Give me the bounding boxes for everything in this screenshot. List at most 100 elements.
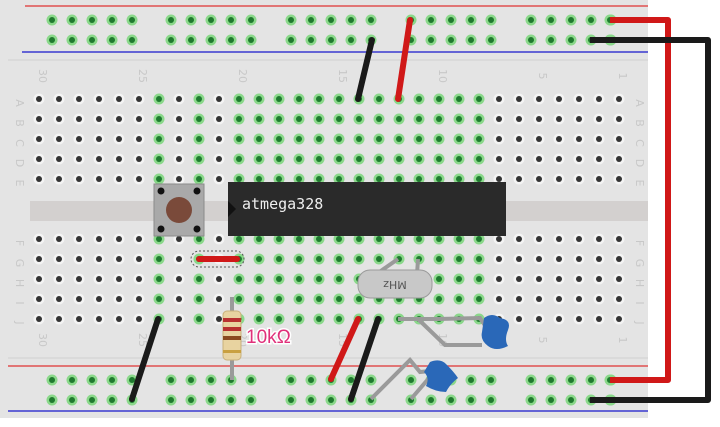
breadboard-hole[interactable] [213, 113, 225, 125]
breadboard-hole[interactable] [53, 113, 65, 125]
breadboard-hole[interactable] [173, 153, 185, 165]
breadboard-hole[interactable] [553, 233, 565, 245]
breadboard-hole[interactable] [285, 374, 297, 386]
ground-wire-black[interactable] [590, 37, 711, 403]
breadboard-hole[interactable] [253, 153, 265, 165]
breadboard-hole[interactable] [453, 153, 465, 165]
breadboard-hole[interactable] [513, 233, 525, 245]
breadboard-hole[interactable] [333, 253, 345, 265]
breadboard-hole[interactable] [165, 14, 177, 26]
breadboard-hole[interactable] [86, 34, 98, 46]
breadboard-hole[interactable] [545, 34, 557, 46]
breadboard-hole[interactable] [213, 173, 225, 185]
breadboard-hole[interactable] [545, 394, 557, 406]
breadboard-hole[interactable] [253, 113, 265, 125]
breadboard-hole[interactable] [313, 173, 325, 185]
breadboard-hole[interactable] [373, 113, 385, 125]
breadboard-hole[interactable] [165, 374, 177, 386]
breadboard-hole[interactable] [373, 173, 385, 185]
breadboard-hole[interactable] [93, 93, 105, 105]
breadboard-hole[interactable] [253, 293, 265, 305]
breadboard-hole[interactable] [333, 313, 345, 325]
breadboard-hole[interactable] [153, 93, 165, 105]
breadboard-hole[interactable] [153, 133, 165, 145]
breadboard-hole[interactable] [433, 253, 445, 265]
breadboard-hole[interactable] [593, 173, 605, 185]
breadboard-hole[interactable] [573, 153, 585, 165]
breadboard-hole[interactable] [153, 293, 165, 305]
breadboard-hole[interactable] [353, 153, 365, 165]
breadboard-hole[interactable] [205, 14, 217, 26]
breadboard-hole[interactable] [93, 113, 105, 125]
breadboard-hole[interactable] [445, 34, 457, 46]
breadboard-hole[interactable] [573, 293, 585, 305]
breadboard-hole[interactable] [293, 173, 305, 185]
breadboard-hole[interactable] [113, 153, 125, 165]
breadboard-hole[interactable] [133, 233, 145, 245]
breadboard-hole[interactable] [433, 93, 445, 105]
breadboard-hole[interactable] [86, 394, 98, 406]
breadboard-hole[interactable] [553, 253, 565, 265]
breadboard-hole[interactable] [325, 34, 337, 46]
breadboard-hole[interactable] [473, 133, 485, 145]
breadboard-hole[interactable] [333, 273, 345, 285]
breadboard-hole[interactable] [465, 14, 477, 26]
breadboard-hole[interactable] [33, 313, 45, 325]
breadboard-hole[interactable] [453, 173, 465, 185]
breadboard-hole[interactable] [233, 93, 245, 105]
breadboard-hole[interactable] [293, 313, 305, 325]
breadboard-hole[interactable] [253, 253, 265, 265]
breadboard-hole[interactable] [273, 133, 285, 145]
breadboard-hole[interactable] [565, 34, 577, 46]
breadboard-hole[interactable] [253, 273, 265, 285]
breadboard-hole[interactable] [165, 394, 177, 406]
breadboard-hole[interactable] [513, 313, 525, 325]
breadboard-hole[interactable] [425, 14, 437, 26]
breadboard-hole[interactable] [553, 133, 565, 145]
breadboard-hole[interactable] [485, 34, 497, 46]
breadboard-hole[interactable] [613, 273, 625, 285]
breadboard-hole[interactable] [153, 113, 165, 125]
breadboard-hole[interactable] [133, 173, 145, 185]
breadboard-hole[interactable] [325, 14, 337, 26]
breadboard-hole[interactable] [106, 394, 118, 406]
jumper-wire-black-top[interactable] [355, 37, 375, 102]
breadboard-hole[interactable] [593, 293, 605, 305]
breadboard-hole[interactable] [593, 253, 605, 265]
breadboard-hole[interactable] [513, 293, 525, 305]
resistor-10k[interactable] [222, 297, 242, 380]
breadboard-hole[interactable] [433, 233, 445, 245]
jumper-wire-black-bottom[interactable] [348, 316, 381, 402]
breadboard-hole[interactable] [393, 233, 405, 245]
breadboard-hole[interactable] [413, 133, 425, 145]
breadboard-hole[interactable] [93, 173, 105, 185]
breadboard-hole[interactable] [93, 273, 105, 285]
breadboard-hole[interactable] [553, 113, 565, 125]
breadboard-hole[interactable] [585, 374, 597, 386]
breadboard-hole[interactable] [405, 374, 417, 386]
breadboard-hole[interactable] [453, 233, 465, 245]
breadboard-hole[interactable] [493, 293, 505, 305]
breadboard-hole[interactable] [493, 133, 505, 145]
breadboard-hole[interactable] [525, 34, 537, 46]
breadboard-hole[interactable] [513, 253, 525, 265]
breadboard-hole[interactable] [613, 93, 625, 105]
breadboard-hole[interactable] [225, 34, 237, 46]
push-button[interactable] [153, 183, 205, 237]
breadboard-hole[interactable] [173, 313, 185, 325]
breadboard-hole[interactable] [493, 253, 505, 265]
breadboard-hole[interactable] [533, 273, 545, 285]
breadboard-hole[interactable] [433, 113, 445, 125]
breadboard-hole[interactable] [153, 173, 165, 185]
breadboard-hole[interactable] [193, 133, 205, 145]
breadboard-hole[interactable] [493, 173, 505, 185]
breadboard-hole[interactable] [73, 93, 85, 105]
breadboard-hole[interactable] [46, 34, 58, 46]
breadboard-hole[interactable] [445, 394, 457, 406]
breadboard-hole[interactable] [53, 273, 65, 285]
breadboard-hole[interactable] [225, 394, 237, 406]
jumper-wire-red-bottom[interactable] [328, 316, 361, 382]
capacitor-1[interactable] [398, 315, 509, 349]
breadboard-hole[interactable] [133, 273, 145, 285]
breadboard-hole[interactable] [613, 293, 625, 305]
